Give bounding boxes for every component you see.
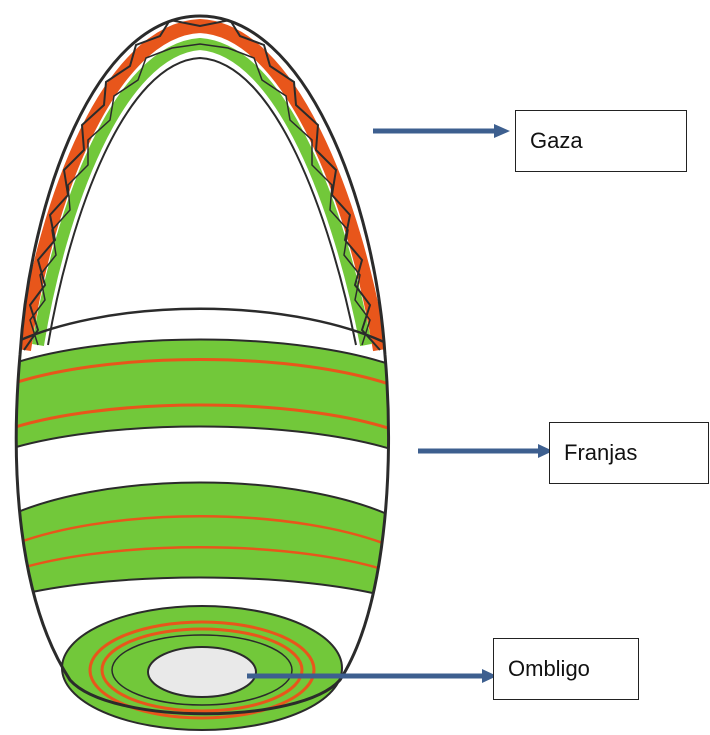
ombligo-center [148, 647, 256, 697]
ombligo-rings [62, 606, 342, 730]
arrow-gaza [373, 124, 510, 138]
label-gaza: Gaza [515, 110, 687, 172]
label-gaza-text: Gaza [530, 128, 583, 154]
label-ombligo: Ombligo [493, 638, 639, 700]
label-franjas-text: Franjas [564, 440, 637, 466]
label-franjas: Franjas [549, 422, 709, 484]
label-ombligo-text: Ombligo [508, 656, 590, 682]
arrow-franjas [418, 444, 553, 458]
